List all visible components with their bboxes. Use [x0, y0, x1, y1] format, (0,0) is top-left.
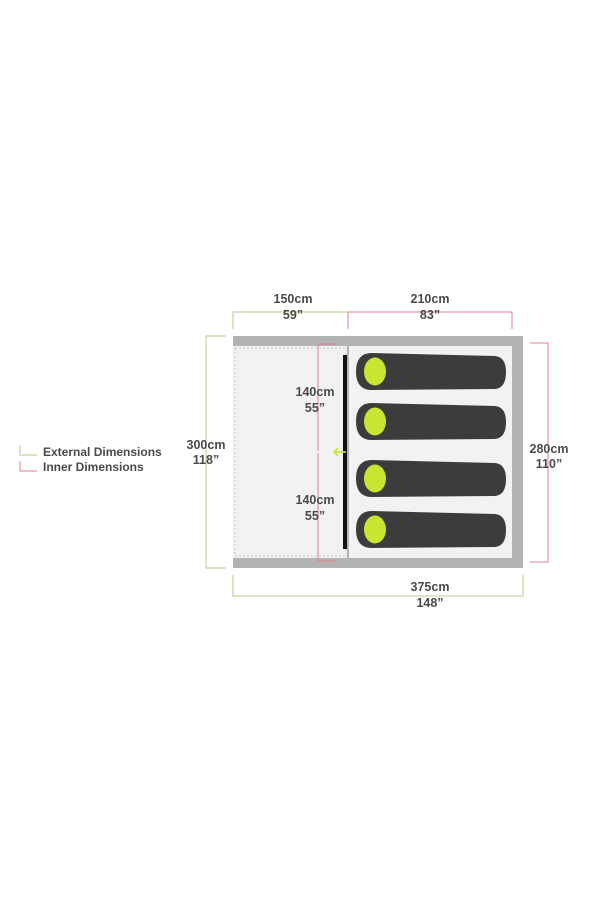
dim-line-external-width	[232, 575, 524, 597]
wall-right	[512, 336, 523, 568]
sleeping-bags	[356, 353, 506, 548]
dim-line-external-height	[205, 335, 226, 569]
sleeping-bag-icon	[356, 460, 506, 497]
legend-external-swatch	[19, 445, 37, 456]
dim-line-inner-height	[530, 342, 549, 563]
external-height-in: 118”	[193, 453, 219, 467]
dim-line-porch-width	[232, 311, 348, 329]
door-top-in: 55”	[305, 401, 325, 415]
wall-top	[233, 336, 523, 346]
sleeping-bag-icon	[356, 511, 506, 548]
sleeping-bag-icon	[356, 403, 506, 440]
external-width-in: 148”	[416, 596, 443, 610]
inner-height-cm: 280cm	[530, 442, 569, 456]
external-width-cm: 375cm	[411, 580, 450, 594]
external-height-cm: 300cm	[187, 438, 226, 452]
inner-width-cm: 210cm	[411, 292, 450, 306]
porch-width-cm: 150cm	[274, 292, 313, 306]
sleeping-bag-icon	[356, 353, 506, 390]
arrow-left-icon	[332, 447, 346, 457]
inner-width-in: 83”	[420, 308, 440, 322]
inner-height-in: 110”	[536, 457, 562, 471]
porch-width-in: 59”	[283, 308, 303, 322]
door-bottom-cm: 140cm	[296, 493, 335, 507]
legend-inner-label: Inner Dimensions	[43, 460, 144, 474]
legend: External Dimensions Inner Dimensions	[19, 445, 162, 474]
legend-inner-swatch	[19, 461, 37, 472]
porch-floor	[233, 346, 348, 558]
legend-external-label: External Dimensions	[43, 445, 162, 459]
dim-line-inner-width	[347, 311, 513, 329]
inner-divider	[347, 346, 349, 558]
wall-bottom	[233, 558, 523, 568]
door-top-cm: 140cm	[296, 385, 335, 399]
door-bottom-in: 55”	[305, 509, 325, 523]
dim-line-door	[317, 343, 336, 562]
porch-dashed-outline	[234, 347, 347, 557]
